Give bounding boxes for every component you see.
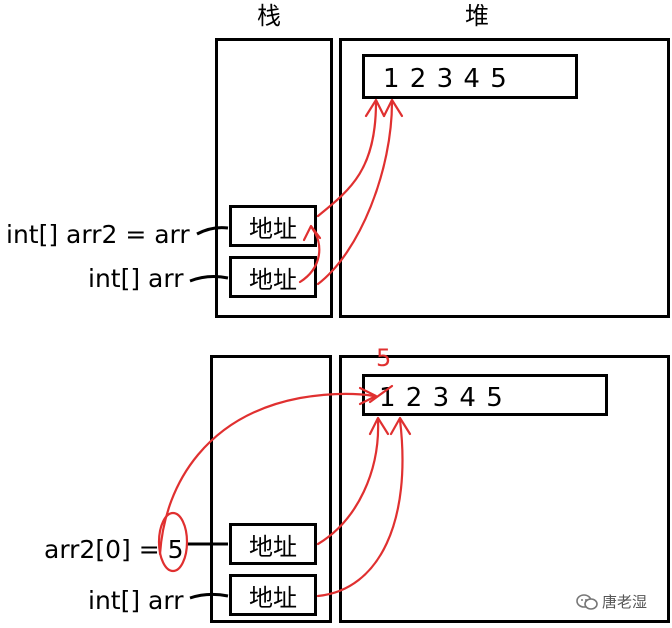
wechat-logo-icon [576, 593, 598, 610]
top-stack-cell-arr: 地址 [229, 256, 317, 298]
stack-title: 栈 [257, 2, 281, 30]
watermark-text: 唐老湿 [602, 593, 648, 611]
heap-title: 堆 [465, 2, 489, 30]
top-heap-array-values: 1 2 3 4 5 [383, 64, 508, 94]
top-var-arr2: int[] arr2 = arr [6, 220, 190, 249]
bottom-var-arr2-assign: arr2[0] = 5 [44, 535, 184, 564]
top-stack-cell-arr2: 地址 [229, 205, 317, 247]
bottom-new-value: 5 [376, 344, 392, 372]
top-heap-array: 1 2 3 4 5 [362, 54, 578, 99]
bottom-stack-cell-arr2-label: 地址 [249, 532, 297, 561]
bottom-heap-array-values: 1 2 3 4 5 [379, 383, 504, 413]
watermark: 唐老湿 [576, 591, 647, 612]
bottom-heap-array: 1 2 3 4 5 [362, 374, 608, 416]
bottom-var-arr: int[] arr [88, 586, 184, 615]
top-stack-cell-arr2-label: 地址 [249, 214, 297, 243]
bottom-stack-cell-arr: 地址 [229, 574, 317, 616]
top-stack-cell-arr-label: 地址 [249, 265, 297, 294]
top-var-arr: int[] arr [88, 264, 184, 293]
bottom-stack-cell-arr-label: 地址 [249, 583, 297, 612]
bottom-stack-cell-arr2: 地址 [229, 523, 317, 565]
